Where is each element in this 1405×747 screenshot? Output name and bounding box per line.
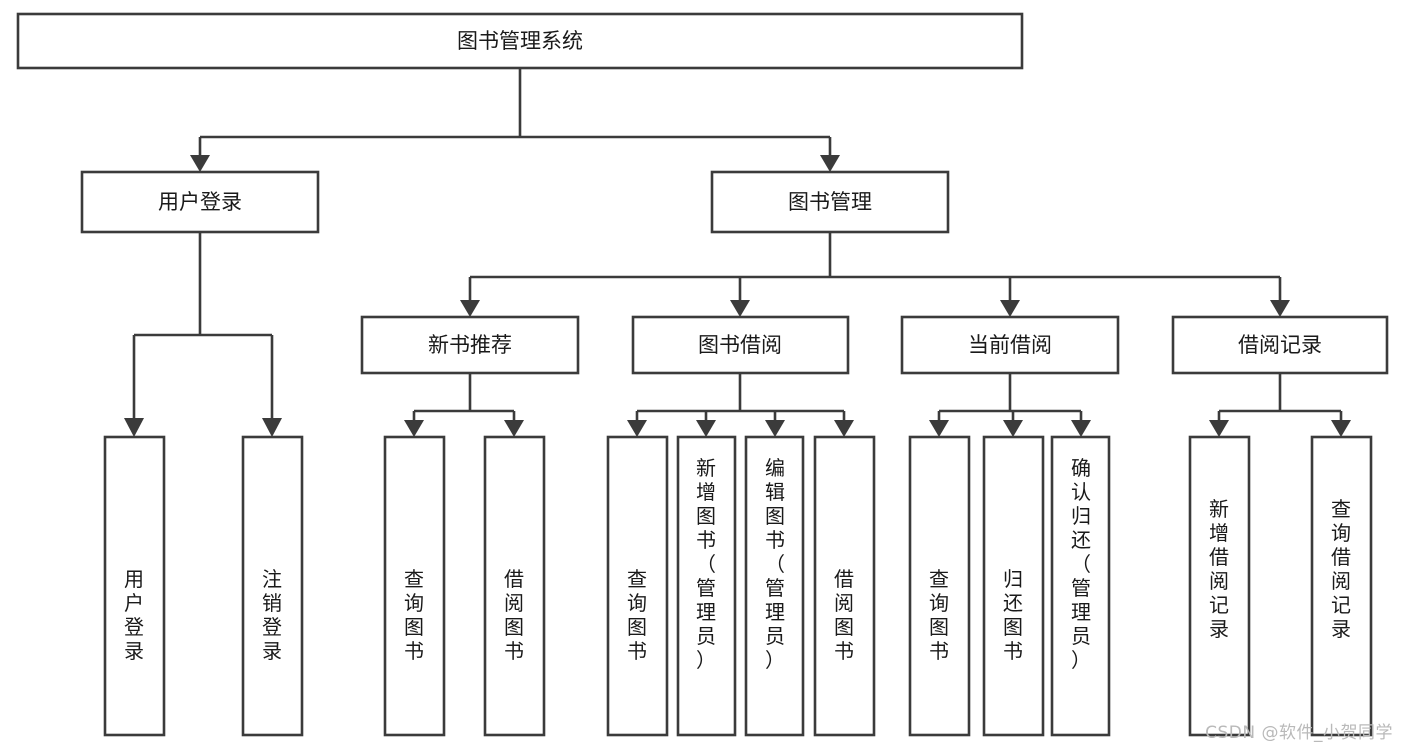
- arrowhead-bw-leaf1: [627, 420, 647, 437]
- leaf-borrow-book-bw[interactable]: 借阅图书: [813, 435, 876, 737]
- connector-edges: [124, 68, 1351, 437]
- node-current-borrow-label: 当前借阅: [968, 333, 1052, 357]
- leaf-user-login-label: 用户登录: [124, 567, 144, 663]
- arrowhead-leaf-logout: [262, 418, 282, 437]
- leaf-query-book-cb-rect: [908, 435, 971, 737]
- leaf-confirm-return-admin-label: 确认归还（管理员）: [1071, 456, 1091, 672]
- leaf-add-borrow-record-label: 新增借阅记录: [1209, 497, 1229, 641]
- leaf-query-borrow-record[interactable]: 查询借阅记录: [1310, 435, 1373, 737]
- leaf-user-login[interactable]: 用户登录: [103, 435, 166, 737]
- leaf-query-borrow-record-rect: [1310, 435, 1373, 737]
- leaf-nodes: 用户登录 注销登录 查询图书 借阅图书 查询图书 新增图书（管理员）: [103, 435, 1373, 737]
- leaf-add-borrow-record-rect: [1188, 435, 1251, 737]
- node-book-management-system[interactable]: 图书管理系统: [16, 12, 1024, 70]
- leaf-query-book-nb-label: 查询图书: [404, 567, 424, 663]
- node-new-book-recommend-label: 新书推荐: [428, 333, 512, 357]
- node-current-borrow[interactable]: 当前借阅: [900, 315, 1120, 375]
- arrowhead-current-borrow: [1000, 300, 1020, 317]
- leaf-user-login-rect: [103, 435, 166, 737]
- leaf-add-book-admin[interactable]: 新增图书（管理员）: [676, 435, 737, 737]
- leaf-logout[interactable]: 注销登录: [241, 435, 304, 737]
- arrowhead-nb-leaf2: [504, 420, 524, 437]
- node-root-rect: [16, 12, 1024, 70]
- leaf-query-book-bw-label: 查询图书: [627, 567, 647, 663]
- csdn-watermark: CSDN @软件_小贺同学: [1205, 723, 1393, 743]
- arrowhead-borrow: [730, 300, 750, 317]
- leaf-query-book-cb[interactable]: 查询图书: [908, 435, 971, 737]
- node-borrow-record-rect: [1171, 315, 1389, 375]
- leaf-add-borrow-record[interactable]: 新增借阅记录: [1188, 435, 1251, 737]
- leaf-return-book-rect: [982, 435, 1045, 737]
- node-user-login[interactable]: 用户登录: [80, 170, 320, 234]
- leaf-borrow-book-nb-label: 借阅图书: [504, 567, 524, 663]
- leaf-query-book-bw[interactable]: 查询图书: [606, 435, 669, 737]
- node-user-login-rect: [80, 170, 320, 234]
- leaf-query-book-nb-rect: [383, 435, 446, 737]
- leaf-logout-rect: [241, 435, 304, 737]
- leaf-query-borrow-record-label: 查询借阅记录: [1331, 497, 1351, 641]
- arrowhead-br-leaf1: [1209, 420, 1229, 437]
- node-book-management-rect: [710, 170, 950, 234]
- leaf-confirm-return-admin[interactable]: 确认归还（管理员）: [1050, 435, 1111, 737]
- node-user-login-label: 用户登录: [158, 190, 242, 214]
- arrowhead-borrow-record: [1270, 300, 1290, 317]
- node-borrow-record-label: 借阅记录: [1238, 333, 1322, 357]
- leaf-edit-book-admin-rect: [744, 435, 805, 737]
- arrowhead-bw-leaf2: [696, 420, 716, 437]
- leaf-edit-book-admin[interactable]: 编辑图书（管理员）: [744, 435, 805, 737]
- leaf-borrow-book-nb-rect: [483, 435, 546, 737]
- node-book-borrow[interactable]: 图书借阅: [631, 315, 850, 375]
- arrowhead-bw-leaf4: [834, 420, 854, 437]
- arrowhead-new-book: [460, 300, 480, 317]
- leaf-return-book-label: 归还图书: [1003, 567, 1023, 663]
- arrowhead-cb-leaf3: [1071, 420, 1091, 437]
- leaf-borrow-book-bw-rect: [813, 435, 876, 737]
- arrowhead-br-leaf2: [1331, 420, 1351, 437]
- leaf-logout-label: 注销登录: [262, 567, 282, 663]
- leaf-query-book-nb[interactable]: 查询图书: [383, 435, 446, 737]
- leaf-borrow-book-nb[interactable]: 借阅图书: [483, 435, 546, 737]
- leaf-query-book-cb-label: 查询图书: [929, 567, 949, 663]
- arrowhead-cb-leaf1: [929, 420, 949, 437]
- node-new-book-recommend[interactable]: 新书推荐: [360, 315, 580, 375]
- arrowhead-leaf-user-login: [124, 418, 144, 437]
- arrowhead-nb-leaf1: [404, 420, 424, 437]
- leaf-confirm-return-admin-rect: [1050, 435, 1111, 737]
- level2-nodes: 用户登录 图书管理: [80, 170, 950, 234]
- arrowhead-user-login: [190, 155, 210, 172]
- leaf-add-book-admin-rect: [676, 435, 737, 737]
- leaf-add-book-admin-label: 新增图书（管理员）: [696, 456, 716, 672]
- leaf-edit-book-admin-label: 编辑图书（管理员）: [765, 456, 785, 672]
- node-book-borrow-rect: [631, 315, 850, 375]
- level3-nodes: 新书推荐 图书借阅 当前借阅 借阅记录: [360, 315, 1389, 375]
- node-book-management[interactable]: 图书管理: [710, 170, 950, 234]
- node-current-borrow-rect: [900, 315, 1120, 375]
- leaf-borrow-book-bw-label: 借阅图书: [834, 567, 854, 663]
- node-new-book-recommend-rect: [360, 315, 580, 375]
- node-borrow-record[interactable]: 借阅记录: [1171, 315, 1389, 375]
- leaf-query-book-bw-rect: [606, 435, 669, 737]
- arrowhead-bw-leaf3: [765, 420, 785, 437]
- node-book-management-label: 图书管理: [788, 190, 872, 214]
- leaf-return-book[interactable]: 归还图书: [982, 435, 1045, 737]
- arrowhead-book-mgmt: [820, 155, 840, 172]
- node-book-borrow-label: 图书借阅: [698, 333, 782, 357]
- arrowhead-cb-leaf2: [1003, 420, 1023, 437]
- node-root-label: 图书管理系统: [457, 29, 583, 53]
